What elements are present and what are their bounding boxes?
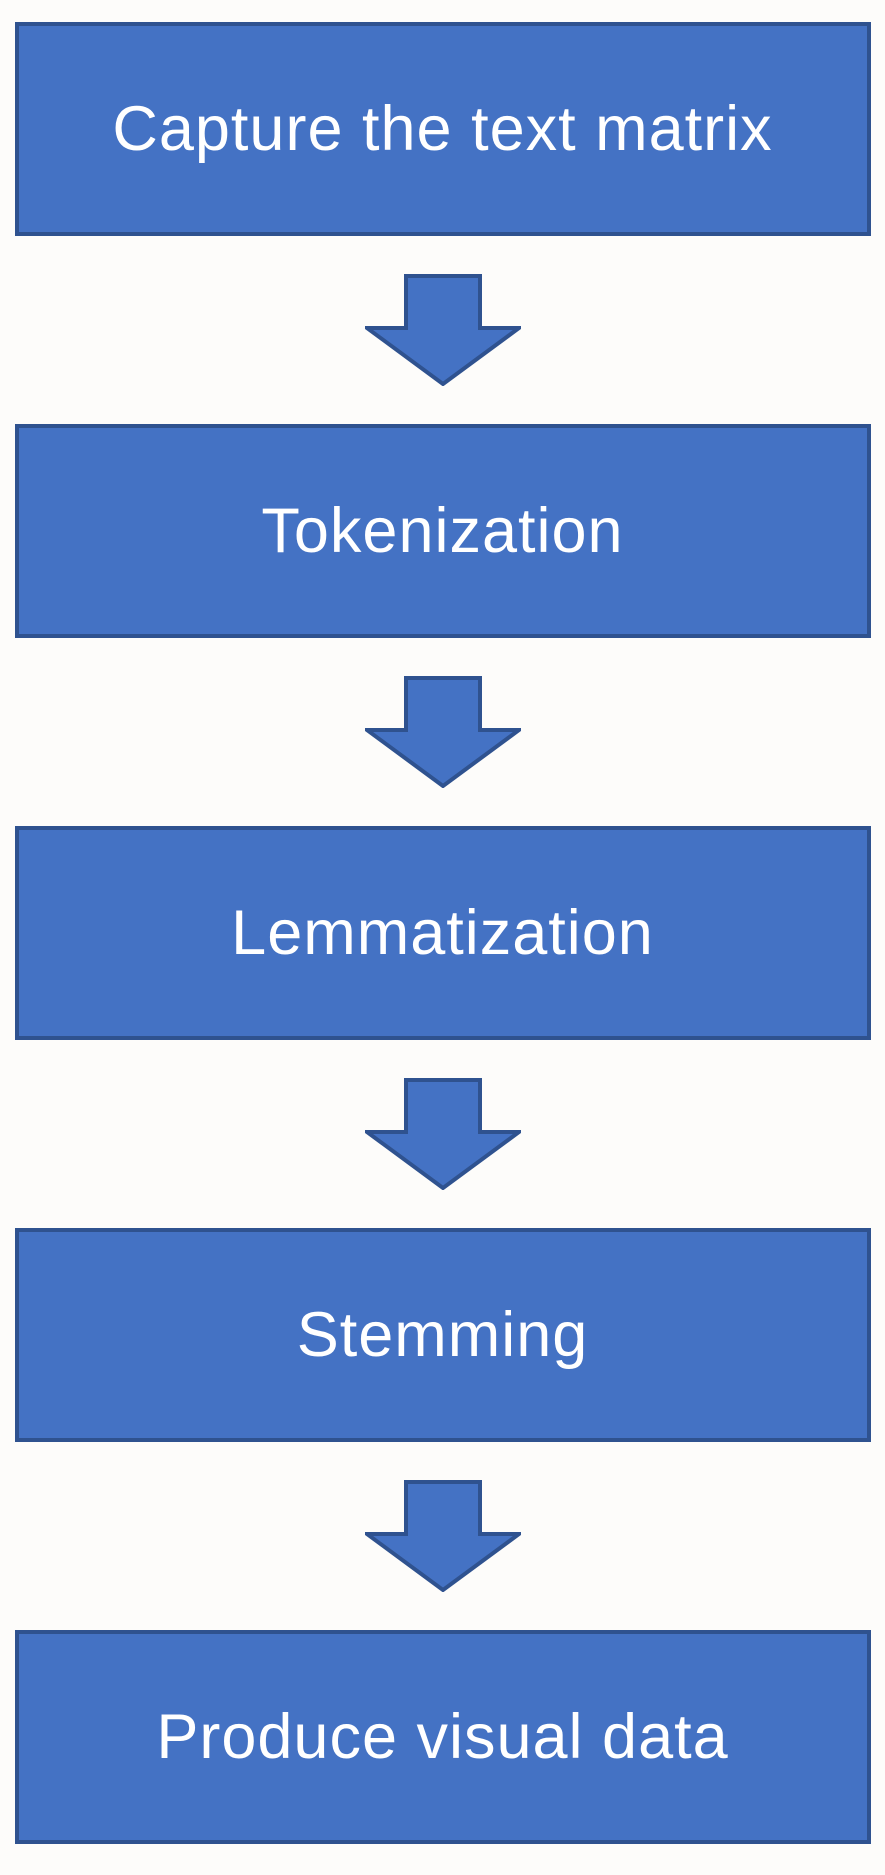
step-box-lemmatization: Lemmatization	[14, 826, 871, 1040]
down-arrow-icon	[364, 274, 521, 386]
step-label: Capture the text matrix	[112, 94, 773, 164]
step-box-produce-visual-data: Produce visual data	[14, 1630, 871, 1844]
down-arrow-icon	[364, 1078, 521, 1190]
step-label: Stemming	[296, 1300, 589, 1370]
down-arrow-icon	[364, 1480, 521, 1592]
step-box-tokenization: Tokenization	[14, 424, 871, 638]
step-box-stemming: Stemming	[14, 1228, 871, 1442]
step-box-capture-text-matrix: Capture the text matrix	[14, 22, 871, 236]
step-label: Produce visual data	[156, 1702, 729, 1772]
step-label: Lemmatization	[231, 898, 654, 968]
down-arrow-icon	[364, 676, 521, 788]
step-label: Tokenization	[261, 496, 624, 566]
